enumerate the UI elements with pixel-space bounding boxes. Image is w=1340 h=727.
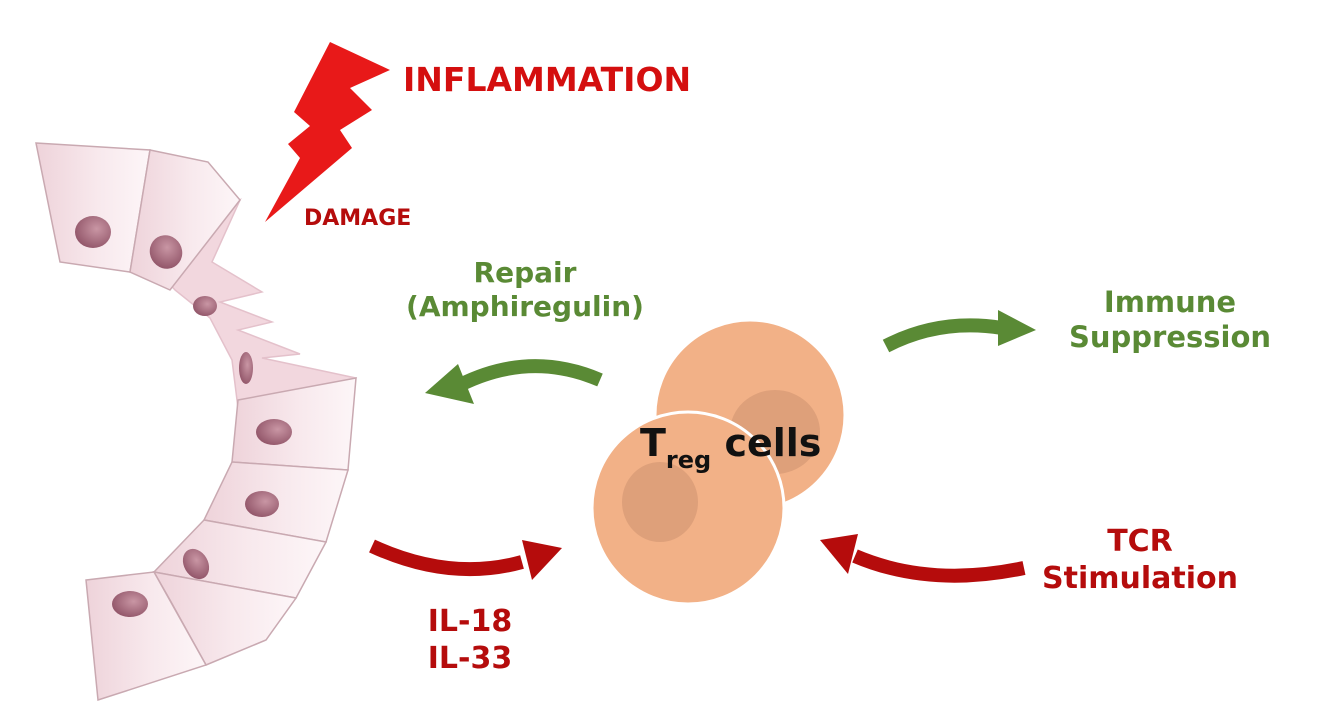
nucleus [149,235,183,269]
nucleus [182,548,210,580]
treg-label-cells: cells [724,421,822,465]
tcr-label-line1: TCR [1107,524,1173,559]
nucleus [256,419,292,445]
tcr-stimulation-label: TCR Stimulation [1030,524,1250,597]
repair-arrow-head [425,364,474,404]
repair-label-line2: (Amphiregulin) [406,290,644,324]
suppression-arrow-head [998,310,1036,346]
lightning-bolt-icon [265,42,390,222]
nucleus [193,296,217,316]
immune-suppression-line2: Suppression [1068,320,1272,355]
nucleus [75,216,111,248]
tcr-label-line2: Stimulation [1042,560,1238,596]
cytokine-arrow-head [522,540,562,580]
nucleus [239,352,253,384]
treg-nucleus [622,462,698,542]
immune-suppression-label: Immune Suppression [1060,285,1280,356]
cytokine-label-il18: IL-18 [427,604,513,639]
damage-label: DAMAGE [304,206,412,231]
repair-arrow [456,359,603,392]
immune-suppression-line1: Immune [1103,285,1237,319]
repair-label-line1: Repair [473,256,577,289]
treg-cells [590,318,847,606]
nuclei [75,216,292,617]
treg-cells-label: Treg cells [640,420,822,474]
nucleus [112,591,148,617]
cytokine-label-il33: IL-33 [427,640,513,676]
treg-label-main: T [640,421,666,465]
tcr-arrow-head [820,534,858,574]
cytokine-label: IL-18 IL-33 [400,604,540,677]
damaged-tissue [148,197,358,409]
inflammation-label: INFLAMMATION [403,60,692,99]
treg-label-subscript: reg [665,446,712,474]
repair-label: Repair (Amphiregulin) [400,256,650,324]
cytokine-arrow [369,539,524,577]
tcr-arrow [852,549,1026,583]
suppression-arrow [882,318,1004,353]
nucleus [245,491,279,517]
